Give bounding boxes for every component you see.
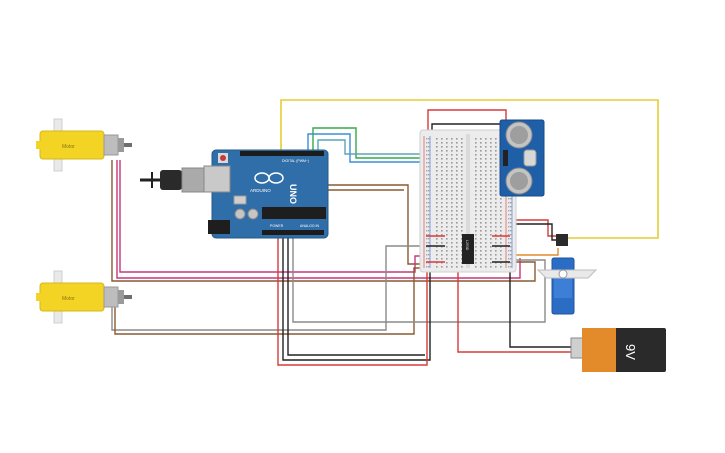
motor-2-label: Motor — [62, 296, 75, 302]
wire-orange-servo[interactable] — [512, 248, 559, 256]
wire-teal[interactable] — [317, 139, 503, 155]
dc-motor-1[interactable]: Motor — [36, 118, 132, 172]
wire-gray-motor2[interactable] — [111, 245, 425, 331]
wire-black-battery[interactable] — [509, 268, 573, 348]
power-label: POWER — [270, 224, 284, 228]
battery-label: 9V — [623, 344, 638, 360]
atmega-chip — [262, 207, 326, 219]
breadboard[interactable]: L293D — [419, 129, 517, 273]
wire-red-top[interactable] — [427, 109, 507, 135]
wire-black-servo[interactable] — [512, 223, 560, 241]
wire-pink-motor2[interactable] — [119, 160, 425, 273]
wire-red-servo[interactable] — [512, 219, 560, 237]
arduino-brand: ARDUINO — [250, 188, 271, 193]
servo-motor[interactable] — [536, 234, 598, 315]
wire-gray-long[interactable] — [292, 228, 546, 323]
arduino-uno[interactable]: ARDUINO UNO DIGITAL (PWM~) POWER ANALOG … — [203, 149, 329, 239]
reset-button[interactable] — [220, 155, 226, 161]
arduino-model: UNO — [288, 184, 298, 204]
wire-black-2[interactable] — [287, 228, 425, 356]
wire-red-power[interactable] — [277, 228, 428, 366]
wire-blue[interactable] — [307, 133, 503, 163]
motor-driver-ic[interactable] — [462, 234, 474, 264]
digital-header[interactable] — [240, 151, 324, 156]
wires — [111, 99, 659, 366]
usb-cable[interactable] — [140, 167, 205, 193]
analog-label: ANALOG IN — [300, 224, 320, 228]
wire-brown-motor2[interactable] — [114, 267, 425, 335]
motor-1-label: Motor — [62, 144, 75, 150]
digital-label: DIGITAL (PWM~) — [282, 159, 309, 163]
ultrasonic-sensor[interactable] — [499, 119, 545, 197]
wire-red-battery[interactable] — [457, 268, 573, 353]
power-analog-header[interactable] — [262, 230, 324, 235]
ic-label: L293D — [465, 240, 469, 251]
wire-pink-motor1[interactable] — [116, 160, 521, 279]
wire-black-gnd[interactable] — [282, 228, 431, 361]
battery-9v[interactable]: 9V — [570, 328, 666, 372]
wire-green[interactable] — [312, 127, 503, 159]
wire-yellow-loop[interactable] — [280, 99, 659, 239]
dc-motor-2[interactable]: Motor — [36, 270, 132, 324]
wire-brown-motor1[interactable] — [111, 160, 536, 282]
